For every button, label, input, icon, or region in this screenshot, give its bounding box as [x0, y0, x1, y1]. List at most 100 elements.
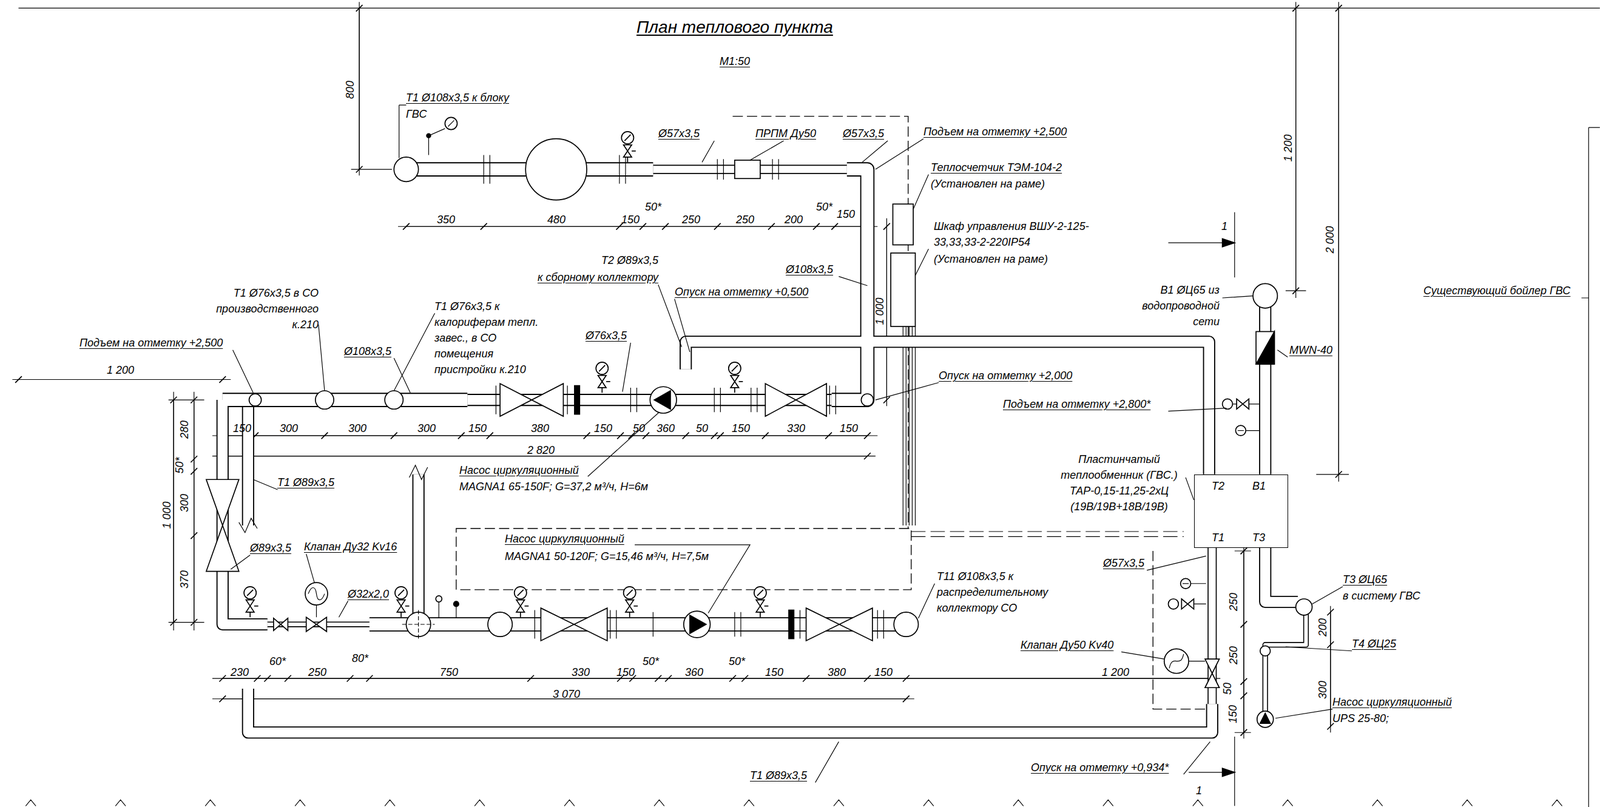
section-mark	[1222, 238, 1235, 247]
callout-text: (Установлен на раме)	[933, 251, 1048, 267]
fitting-symbol	[1236, 398, 1249, 409]
equipment-frame	[732, 116, 909, 529]
callout-text: Т1 Ø108х3,5 к блоку	[405, 89, 510, 106]
fitting-symbol	[315, 390, 334, 409]
port-label: Т2	[1211, 478, 1225, 494]
fitting-symbol	[689, 615, 707, 634]
dimension-text: 50*	[171, 456, 188, 474]
fitting-symbol	[1260, 645, 1271, 656]
callout-text: Ø57х3,5	[842, 125, 885, 142]
dimension-text: 2 000	[1322, 225, 1338, 254]
dimension-text: 80*	[351, 650, 369, 667]
fitting-symbol	[206, 479, 240, 571]
fitting-symbol	[1169, 654, 1184, 669]
dimension-line	[12, 1, 1600, 739]
callout-text: Ø57х3,5	[1103, 555, 1145, 571]
dimension-text: 330	[786, 420, 806, 437]
dimension-line	[193, 399, 195, 623]
callout-text: Т4 ØЦ25	[1351, 635, 1397, 652]
dimension-text: 1 200	[1280, 134, 1297, 162]
dimension-text: 50*	[728, 653, 746, 670]
equipment-frame	[1152, 550, 1209, 710]
fitting-symbol	[1252, 283, 1278, 308]
dimension-text: 3 070	[552, 686, 581, 703]
callout-text: Т1 Ø76х3,5 в СО производственного к.210	[206, 285, 319, 333]
fitting-symbol	[306, 617, 328, 632]
dimension-text: 50*	[816, 199, 833, 215]
pipe	[222, 296, 1298, 733]
equipment-frame	[902, 326, 915, 526]
callout-text: MAGNA1 50-120F; G=15,46 м³/ч, Н=7,5м	[504, 548, 709, 565]
dimension-text: 50*	[642, 653, 659, 670]
fitting-symbol	[453, 601, 459, 607]
callout-text: Существующий бойлер ГВС	[1423, 282, 1571, 299]
fitting-symbol	[683, 610, 711, 638]
port-label: Т3	[1252, 530, 1266, 545]
callout-text: Т1 Ø76х3,5 к калориферам тепл. завес., в…	[434, 298, 557, 378]
fitting-symbol	[444, 117, 457, 130]
callout-text: ГВС	[405, 106, 427, 122]
dimension-text: 750	[439, 664, 459, 681]
leader-line	[230, 104, 1589, 783]
fitting-symbol	[499, 383, 564, 417]
fitting-symbol	[754, 586, 769, 618]
fitting-symbol	[649, 386, 677, 414]
dimension-text: 250	[735, 211, 755, 228]
fitting-symbol	[525, 138, 587, 201]
callout-text: (Установлен на раме)	[930, 175, 1045, 192]
dimension-text: 800	[342, 80, 358, 99]
fitting-symbol	[1260, 712, 1271, 724]
fitting-symbol	[1181, 598, 1194, 610]
dimension-text: 330	[571, 664, 590, 681]
dimension-text: 1 200	[106, 362, 135, 379]
dimension-text: 1 000	[158, 501, 175, 529]
callout-text: Подъем на отметку +2,800*	[1002, 396, 1151, 412]
callout-text: ПРПМ Ду50	[755, 125, 817, 142]
wall-line	[25, 799, 1562, 806]
callout-text: Ø89х3,5	[249, 540, 292, 556]
callout-text: Опуск на отметку +2,000	[938, 367, 1073, 384]
fitting-symbol	[316, 128, 1260, 662]
dimension-line	[1295, 7, 1297, 291]
fitting-symbol	[1222, 398, 1233, 409]
dimension-line	[1243, 550, 1244, 733]
callout-text: MWN-40	[1289, 342, 1333, 358]
fitting-symbol	[860, 393, 874, 406]
fitting-symbol	[1167, 598, 1179, 610]
dimension-text: 150	[616, 664, 635, 681]
fitting-symbol	[621, 131, 636, 163]
fitting-symbol	[426, 133, 431, 138]
heat-exchanger-box: Т2В1Т1Т3	[1194, 474, 1289, 548]
dimension-text: 250	[308, 664, 327, 681]
dimension-text: 150	[1225, 705, 1241, 724]
dimension-text: 360	[656, 420, 675, 437]
equipment-frame	[893, 203, 914, 245]
wall-line	[25, 127, 1600, 807]
fitting-symbol	[1205, 658, 1220, 688]
section-mark-number: 1	[1221, 218, 1228, 235]
dimension-text: 150	[232, 420, 252, 437]
callout-text: Т3 ØЦ65	[1342, 571, 1388, 588]
dimension-line	[1338, 7, 1340, 474]
dimension-text: 380	[827, 664, 846, 681]
fitting-symbol	[1235, 425, 1246, 436]
fitting-symbol	[893, 612, 919, 637]
fitting-symbol	[305, 582, 328, 605]
callout-text: Ø108х3,5	[344, 343, 392, 360]
fitting-symbol	[1182, 583, 1189, 584]
fitting-symbol	[806, 607, 873, 641]
fitting-symbol	[243, 586, 259, 618]
leader-line	[230, 104, 1589, 783]
callout-text: Ø57х3,5	[658, 125, 700, 142]
section-mark-number: 1	[1195, 782, 1202, 799]
fitting-symbol	[540, 607, 607, 641]
dimension-line	[405, 226, 868, 227]
callout-text: Насос циркуляционный	[459, 462, 579, 479]
dimension-text: 360	[685, 664, 704, 681]
fitting-symbol	[514, 586, 530, 618]
fitting-symbol	[308, 587, 325, 600]
dimension-text: 150	[836, 206, 855, 223]
dimension-text: 50	[695, 420, 709, 437]
callout-text: Опуск на отметку +0,500	[674, 283, 809, 300]
